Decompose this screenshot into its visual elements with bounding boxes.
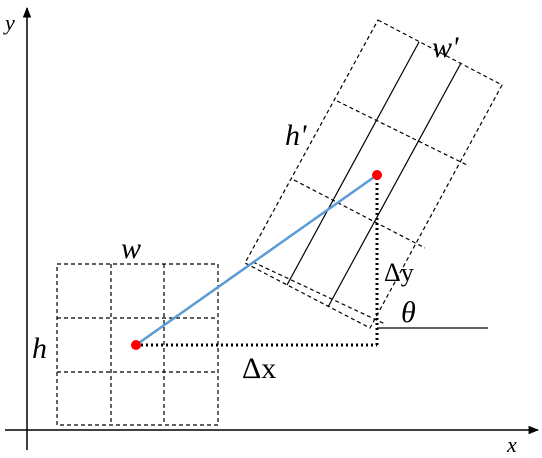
label-w-prime: w' bbox=[432, 31, 459, 64]
center-connector-line bbox=[135, 173, 378, 347]
rotated-center-point bbox=[372, 170, 382, 180]
label-theta: θ bbox=[401, 296, 416, 329]
x-axis-label: x bbox=[506, 432, 517, 457]
label-delta-y: Δy bbox=[384, 258, 414, 287]
label-h-prime: h' bbox=[285, 119, 307, 152]
y-axis-label: y bbox=[3, 10, 15, 35]
label-w: w bbox=[121, 232, 141, 265]
label-delta-x: Δx bbox=[242, 352, 276, 385]
rotated-grid bbox=[244, 19, 503, 329]
original-center-point bbox=[131, 340, 141, 350]
displacement-lines bbox=[136, 175, 379, 347]
label-h: h bbox=[32, 332, 47, 365]
